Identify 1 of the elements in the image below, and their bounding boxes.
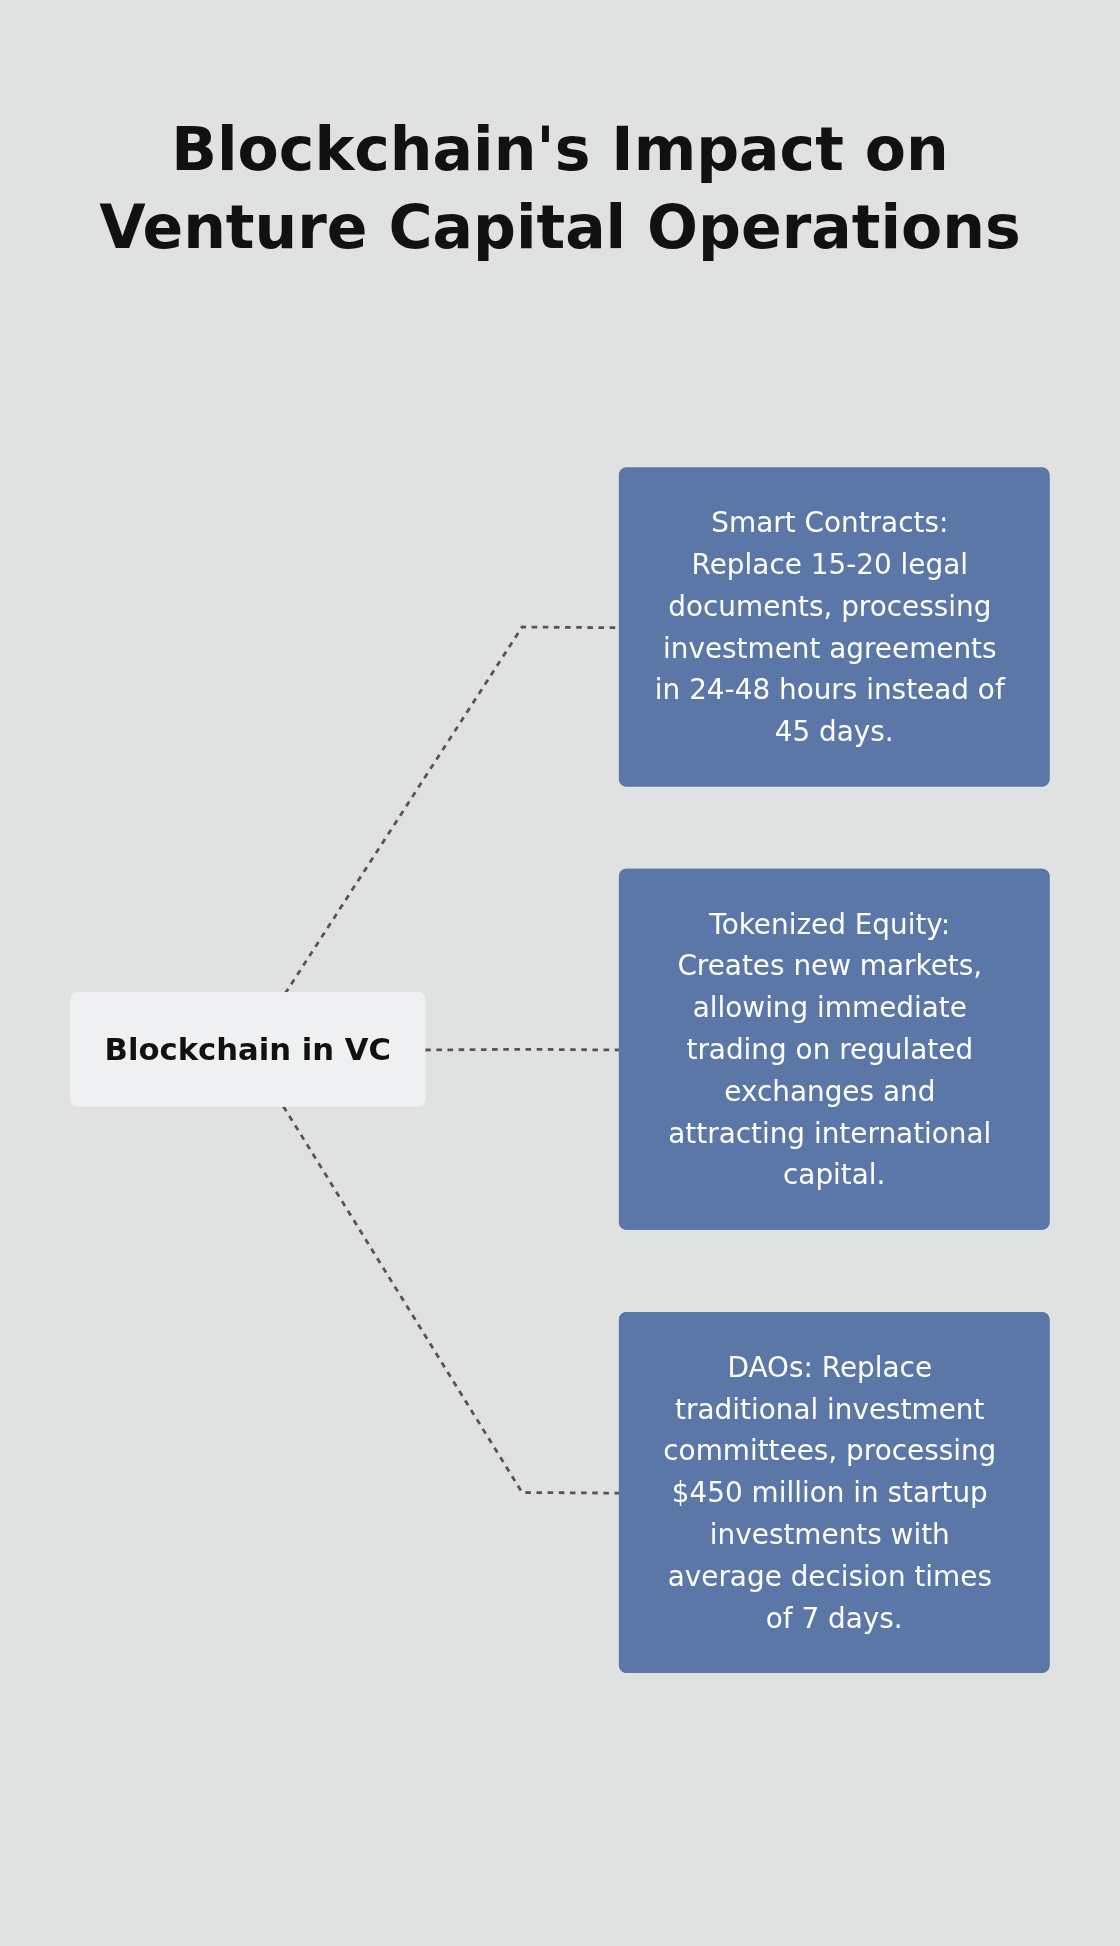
title: Blockchain's Impact on Venture Capital Operations xyxy=(98,113,1022,264)
